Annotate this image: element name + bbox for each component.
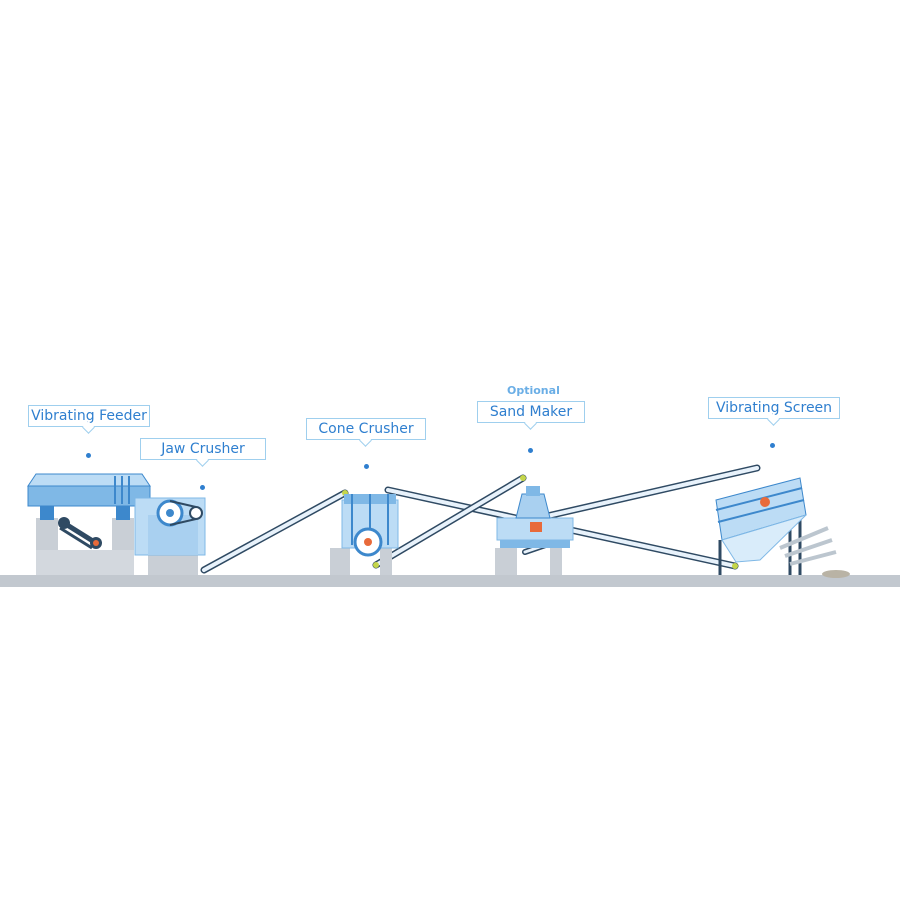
- jaw-crusher-machine: [134, 497, 206, 575]
- jaw-crusher-marker: [200, 485, 205, 490]
- optional-tag: Optional: [507, 384, 560, 397]
- conveyor-belts: [200, 464, 761, 574]
- ground-line: [0, 575, 900, 587]
- vibrating-feeder-label: Vibrating Feeder: [28, 405, 150, 427]
- jaw-crusher-label: Jaw Crusher: [140, 438, 266, 460]
- sand-maker-machine: [495, 486, 574, 575]
- vibrating-feeder-machine: [27, 473, 151, 575]
- cone-crusher-label: Cone Crusher: [306, 418, 426, 440]
- cone-crusher-marker: [364, 464, 369, 469]
- sand-maker-label: Sand Maker: [477, 401, 585, 423]
- vibrating-screen-marker: [770, 443, 775, 448]
- vibrating-feeder-marker: [86, 453, 91, 458]
- cone-crusher-machine: [330, 494, 399, 575]
- vibrating-screen-machine: [715, 477, 850, 578]
- sand-maker-marker: [528, 448, 533, 453]
- vibrating-screen-label: Vibrating Screen: [708, 397, 840, 419]
